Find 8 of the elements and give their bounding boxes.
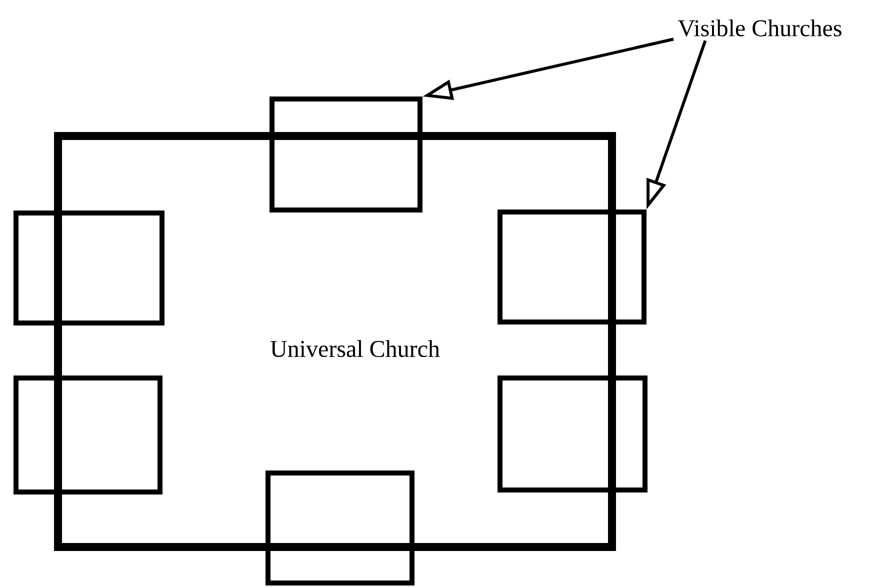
church-box	[498, 376, 648, 492]
church-box	[498, 210, 646, 324]
church-box	[14, 210, 164, 326]
church-box	[270, 96, 422, 212]
callout-text: Visible Churches	[678, 19, 842, 36]
church-box: Universal Church	[54, 132, 616, 551]
church-box	[266, 470, 414, 586]
church-box	[14, 376, 162, 494]
